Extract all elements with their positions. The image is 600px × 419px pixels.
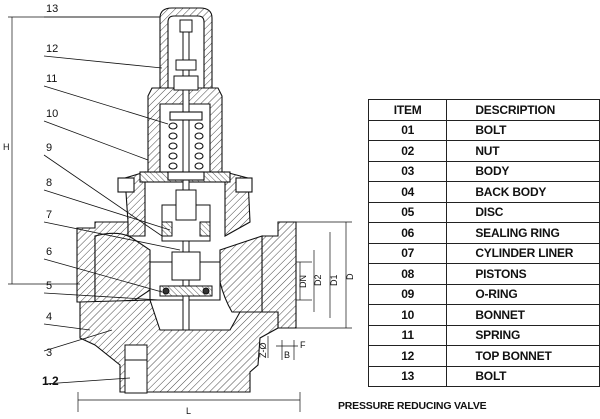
item-description: BACK BODY xyxy=(446,181,600,203)
dimension-label-b: B xyxy=(284,350,290,360)
header-item: ITEM xyxy=(367,99,448,121)
item-description: BODY xyxy=(446,160,600,182)
callout-11: 11 xyxy=(46,73,57,85)
piston-assembly xyxy=(159,189,213,297)
item-number: 08 xyxy=(367,263,448,285)
item-number: 13 xyxy=(367,365,448,387)
item-number: 10 xyxy=(367,304,448,326)
callout-5: 5 xyxy=(46,280,52,292)
item-description: PISTONS xyxy=(446,263,600,285)
dimension-label-l: L xyxy=(186,406,191,416)
callout-8: 8 xyxy=(46,177,52,189)
dimension-label-d: D xyxy=(345,273,355,280)
item-description: DISC xyxy=(446,201,600,223)
item-description: O-RING xyxy=(446,283,600,305)
item-number: 07 xyxy=(367,242,448,264)
item-number: 01 xyxy=(367,119,448,141)
dimension-label-z-phi: Z-Ø xyxy=(258,343,268,359)
item-number: 06 xyxy=(367,222,448,244)
header-description: DESCRIPTION xyxy=(446,99,600,121)
callout-13: 13 xyxy=(46,3,58,15)
valve-cross-section-drawing: 13 12 11 10 9 8 7 6 5 4 3 1.2 H DN D2 D1… xyxy=(3,3,355,416)
item-number: 12 xyxy=(367,345,448,367)
item-number: 04 xyxy=(367,181,448,203)
spring xyxy=(167,111,205,181)
item-description: BONNET xyxy=(446,304,600,326)
callout-9: 9 xyxy=(46,142,52,154)
callout-12: 12 xyxy=(46,43,58,55)
item-number: 09 xyxy=(367,283,448,305)
leader-lines xyxy=(43,16,181,385)
dimension-lines xyxy=(8,16,352,412)
item-description: BOLT xyxy=(446,365,600,387)
callout-1-2: 1.2 xyxy=(42,374,59,388)
dimension-label-dn: DN xyxy=(298,275,308,288)
dimension-labels: H DN D2 D1 D Z-Ø B F L xyxy=(3,142,355,416)
item-description: SPRING xyxy=(446,324,600,346)
item-number: 11 xyxy=(367,324,448,346)
item-number: 05 xyxy=(367,201,448,223)
callout-10: 10 xyxy=(46,108,58,120)
item-description: CYLINDER LINER xyxy=(446,242,600,264)
dimension-label-d1: D1 xyxy=(329,274,339,286)
item-description: SEALING RING xyxy=(446,222,600,244)
top-bonnet xyxy=(159,7,213,89)
dimension-label-d2: D2 xyxy=(313,274,323,286)
item-description: TOP BONNET xyxy=(446,345,600,367)
callout-3: 3 xyxy=(46,347,52,359)
item-description: BOLT xyxy=(446,119,600,141)
dimension-label-f: F xyxy=(300,340,306,350)
item-number: 02 xyxy=(367,140,448,162)
bottom-bolt xyxy=(124,344,148,394)
callout-6: 6 xyxy=(46,246,52,258)
dimension-label-h: H xyxy=(3,142,10,152)
callout-7: 7 xyxy=(46,209,52,221)
item-description: NUT xyxy=(446,140,600,162)
parts-table-header-row: ITEM DESCRIPTION xyxy=(367,99,600,121)
callout-4: 4 xyxy=(46,311,52,323)
callout-labels: 13 12 11 10 9 8 7 6 5 4 3 1.2 xyxy=(42,3,59,388)
item-number: 03 xyxy=(367,160,448,182)
figure-caption: PRESSURE REDUCING VALVE xyxy=(338,400,487,412)
